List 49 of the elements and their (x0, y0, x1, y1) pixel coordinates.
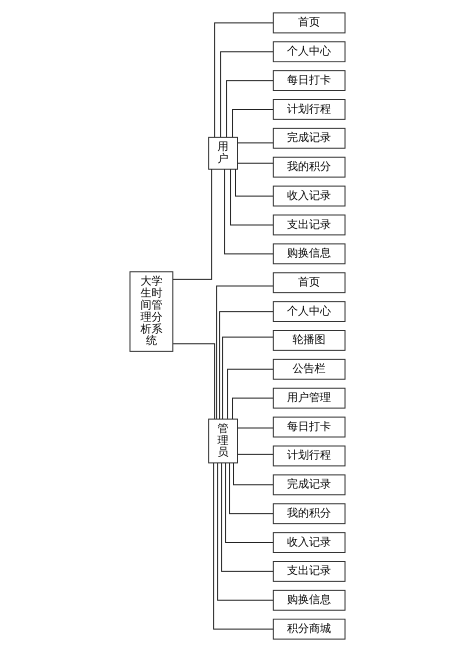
connector (216, 462, 274, 601)
connector (220, 51, 274, 138)
connector (232, 398, 274, 420)
node-box: 积分商城 (272, 618, 346, 640)
connector (222, 336, 274, 420)
connector (236, 428, 274, 429)
connector (236, 454, 274, 455)
connector (214, 22, 274, 138)
connector (232, 108, 274, 138)
node-box: 个人中心 (272, 41, 346, 62)
node-box: 每日打卡 (272, 70, 346, 92)
connector (228, 462, 274, 514)
node-box: 个人中心 (272, 301, 346, 322)
node-box: 购换信息 (272, 590, 346, 611)
node-box: 收入记录 (272, 532, 346, 553)
node-box: 大学生时间管理分析系统 (128, 271, 173, 352)
node-box: 管理员 (208, 418, 238, 464)
connector (236, 142, 274, 144)
connector (172, 168, 212, 280)
node-box: 每日打卡 (272, 416, 346, 438)
connector (226, 80, 274, 138)
node-box: 计划行程 (272, 99, 346, 120)
connector (220, 462, 274, 572)
connector (236, 162, 274, 164)
connector (172, 343, 215, 420)
node-box: 用户 (208, 136, 238, 170)
connector (224, 462, 274, 544)
node-box: 购换信息 (272, 243, 346, 264)
connector (212, 462, 274, 630)
connector (234, 168, 274, 197)
node-box: 支出记录 (272, 560, 346, 582)
node-box: 计划行程 (272, 445, 346, 466)
connector (218, 311, 274, 420)
connector (226, 368, 274, 420)
node-box: 我的积分 (272, 503, 346, 524)
connector (232, 462, 274, 486)
node-box: 首页 (272, 272, 346, 294)
node-box: 支出记录 (272, 214, 346, 236)
node-box: 首页 (272, 12, 346, 34)
node-box: 公告栏 (272, 358, 346, 380)
node-box: 轮播图 (272, 330, 346, 351)
node-box: 我的积分 (272, 156, 346, 178)
connector (230, 169, 274, 226)
connector (216, 286, 274, 420)
node-box: 用户管理 (272, 388, 346, 409)
node-box: 收入记录 (272, 186, 346, 207)
node-box: 完成记录 (272, 128, 346, 149)
node-box: 完成记录 (272, 474, 346, 496)
connector (224, 168, 274, 254)
